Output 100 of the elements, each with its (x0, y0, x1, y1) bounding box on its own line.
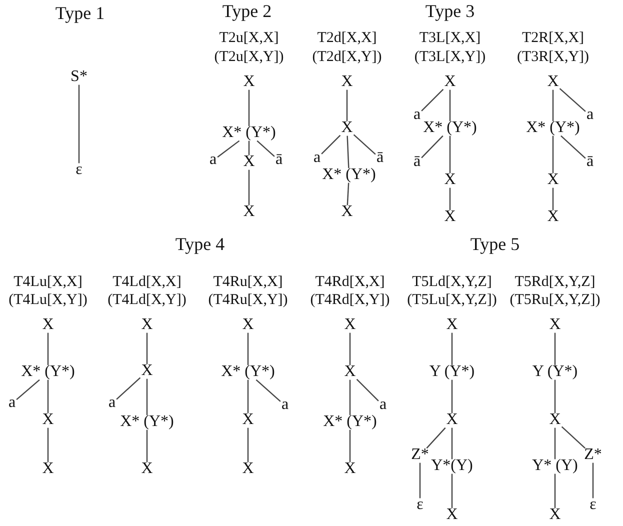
tree-node-label: X (445, 411, 459, 429)
branch-line (256, 140, 275, 157)
tree-name: (T4Ru[X,Y]) (208, 292, 288, 308)
tree-node-label: Y (Y*) (531, 363, 579, 381)
branch-line (560, 135, 586, 159)
tree-name: T5Rd[X,Y,Z] (514, 274, 596, 290)
branch-line (78, 84, 80, 164)
tree-name: T3L[X,X] (419, 30, 481, 46)
tree-node-label: a (312, 149, 322, 167)
tree-name: (T3R[X,Y]) (516, 48, 590, 66)
tree-node-label: X (445, 506, 459, 524)
branch-line (16, 379, 40, 400)
tree-node-label: X (548, 411, 562, 429)
tree-node-label: ε (74, 161, 84, 179)
tree-node-label: X (548, 506, 562, 524)
branch-line (349, 380, 351, 416)
tree-name: T4Lu[X,X] (14, 274, 82, 290)
branch-line (554, 332, 556, 366)
tree-node-label: X (241, 460, 255, 478)
tree-node-label: X (140, 460, 154, 478)
branch-line (451, 474, 453, 508)
tree-node-label: a (208, 151, 218, 169)
tree-node-label: Z* (583, 446, 603, 464)
branch-line (247, 332, 249, 366)
branch-line (554, 474, 556, 508)
tree-node-label: X* (Y*) (422, 119, 478, 137)
tree-name: (T5Ru[X,Y,Z]) (510, 292, 600, 308)
branch-line (217, 140, 240, 158)
branch-line (349, 430, 351, 462)
group-heading: Type 2 (222, 2, 272, 22)
tree-node-label: a (107, 394, 117, 412)
branch-line (346, 182, 350, 206)
branch-line (346, 136, 350, 168)
branch-line (426, 427, 446, 449)
branch-line (554, 428, 556, 460)
branch-line (146, 332, 148, 364)
tree-node-label: X (443, 171, 457, 189)
tree-node-label: X* (Y*) (321, 166, 377, 184)
tree-name: (T4Rd[X,Y]) (310, 292, 390, 308)
branch-line (247, 380, 249, 414)
group-heading: Type 4 (175, 235, 225, 255)
branch-line (248, 140, 250, 156)
tree-node-label: ā (585, 153, 595, 171)
branch-line (559, 88, 586, 112)
branch-line (421, 135, 444, 158)
tree-node-label: X (340, 119, 354, 137)
tree-node-label: X (546, 208, 560, 226)
tree-name: T4Ld[X,X] (112, 274, 182, 290)
tree-node-label: X* (Y*) (525, 119, 581, 137)
tree-node-label: X (241, 316, 255, 334)
tree-node-label: X (340, 203, 354, 221)
tree-node-label: X* (Y*) (119, 413, 175, 431)
tree-node-label: X (343, 363, 357, 381)
tree-node-label: X (41, 411, 55, 429)
tree-node-label: ā (412, 153, 422, 171)
tree-node-label: X* (Y*) (221, 124, 277, 142)
tree-node-label: X (241, 411, 255, 429)
tree-node-label: X (140, 362, 154, 380)
tree-name: (T3L[X,Y]) (414, 48, 486, 66)
tree-name: T5Ld[X,Y,Z] (412, 274, 492, 290)
branch-line (449, 188, 451, 210)
tree-node-label: X (343, 316, 357, 334)
tree-name: T4Rd[X,X] (315, 274, 385, 290)
branch-line (146, 430, 148, 462)
tree-name: T2u[X,X] (219, 30, 279, 46)
branch-line (592, 462, 594, 498)
tree-node-label: Y* (Y) (531, 457, 579, 475)
branch-line (116, 377, 141, 400)
branch-line (356, 378, 379, 402)
tree-node-label: ā (375, 149, 385, 167)
tree-node-label: X (242, 203, 256, 221)
branch-line (552, 136, 554, 174)
branch-line (146, 378, 148, 416)
branch-line (47, 332, 49, 366)
tree-name: (T4Lu[X,Y]) (8, 292, 88, 308)
branch-line (554, 380, 556, 414)
tree-name: (T2u[X,Y]) (214, 48, 284, 66)
tree-node-label: ε (588, 496, 598, 514)
group-heading: Type 3 (425, 2, 475, 22)
tree-node-label: X (546, 73, 560, 91)
branch-line (346, 90, 348, 122)
branch-line (349, 332, 351, 366)
branch-line (321, 134, 341, 154)
tree-node-label: a (585, 106, 595, 124)
tree-node-label: X (443, 73, 457, 91)
tree-node-label: a (412, 106, 422, 124)
branch-line (47, 428, 49, 462)
branch-line (47, 380, 49, 414)
tree-node-label: X (340, 73, 354, 91)
branch-line (247, 428, 249, 462)
tree-node-label: Y (Y*) (428, 363, 476, 381)
branch-line (449, 136, 451, 174)
tree-node-label: ε (416, 496, 424, 514)
tree-node-label: ā (274, 151, 284, 169)
tree-name: (T2d[X,Y]) (312, 48, 382, 66)
tree-node-label: X (242, 73, 256, 91)
tree-node-label: a (280, 396, 290, 414)
branch-line (353, 134, 376, 155)
branch-line (561, 426, 586, 449)
tree-node-label: X (41, 460, 55, 478)
